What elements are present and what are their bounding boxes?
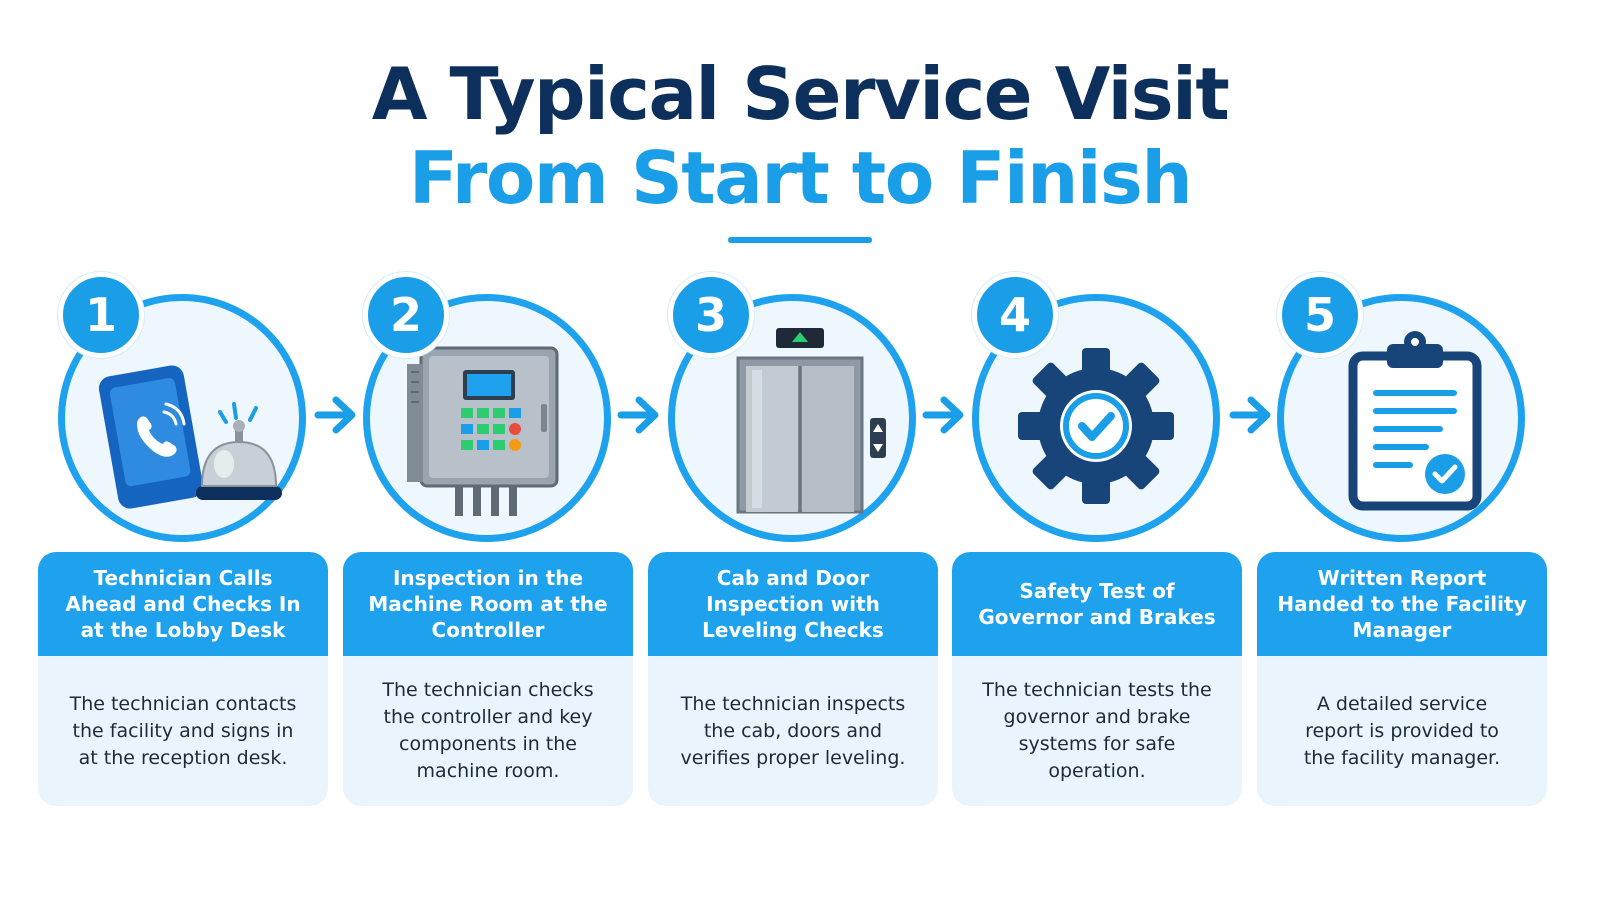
- phone-and-service-bell-icon: [98, 365, 282, 509]
- step-1: 1 Technician Calls Ahead and Checks In a…: [38, 272, 328, 812]
- step-3-description-text: The technician inspects the cab, doors a…: [680, 692, 906, 769]
- step-3-heading-text: Cab and Door Inspection with Leveling Ch…: [702, 566, 884, 642]
- step-5-number-badge: 5: [1277, 272, 1363, 358]
- step-4-heading-text: Safety Test of Governor and Brakes: [978, 579, 1216, 629]
- step-3: 3 Cab and Door Inspection with Leveling …: [648, 272, 938, 812]
- step-5-heading-text: Written Report Handed to the Facility Ma…: [1277, 566, 1527, 642]
- step-5-description: A detailed service report is provided to…: [1257, 656, 1547, 806]
- step-1-description-text: The technician contacts the facility and…: [69, 692, 297, 769]
- title-line-1: A Typical Service Visit: [371, 52, 1230, 136]
- step-1-heading: Technician Calls Ahead and Checks In at …: [38, 552, 328, 656]
- step-5: 5 Written Report Handed to the Facility …: [1257, 272, 1547, 812]
- step-4-icon-circle: [972, 294, 1220, 542]
- step-2-heading-text: Inspection in the Machine Room at the Co…: [368, 566, 608, 642]
- arrow-right-icon: [1229, 396, 1271, 434]
- step-4-number-badge: 4: [972, 272, 1058, 358]
- clipboard-report-icon: [1348, 331, 1482, 511]
- step-3-icon-circle: [668, 294, 916, 542]
- step-3-heading: Cab and Door Inspection with Leveling Ch…: [648, 552, 938, 656]
- step-2-heading: Inspection in the Machine Room at the Co…: [343, 552, 633, 656]
- step-1-icon-circle: [58, 294, 306, 542]
- step-1-description: The technician contacts the facility and…: [38, 656, 328, 806]
- gear-checkmark-icon: [1018, 348, 1174, 504]
- step-4-heading: Safety Test of Governor and Brakes: [952, 552, 1242, 656]
- page-title: A Typical Service Visit From Start to Fi…: [0, 52, 1600, 220]
- step-3-description: The technician inspects the cab, doors a…: [648, 656, 938, 806]
- step-2-number-badge: 2: [363, 272, 449, 358]
- step-3-number-badge: 3: [668, 272, 754, 358]
- elevator-controller-panel-icon: [407, 346, 559, 516]
- arrow-right-icon: [314, 396, 356, 434]
- arrow-right-icon: [922, 396, 964, 434]
- step-4-description-text: The technician tests the governor and br…: [982, 679, 1212, 782]
- step-1-heading-text: Technician Calls Ahead and Checks In at …: [65, 566, 301, 642]
- step-2-description-text: The technician checks the controller and…: [382, 679, 594, 782]
- elevator-doors-icon: [736, 328, 886, 514]
- step-5-description-text: A detailed service report is provided to…: [1303, 692, 1501, 769]
- title-underline: [728, 237, 872, 243]
- step-4-description: The technician tests the governor and br…: [952, 656, 1242, 806]
- arrow-right-icon: [617, 396, 659, 434]
- title-line-2: From Start to Finish: [408, 136, 1193, 220]
- step-2: 2 Inspection in the Machine Room at the …: [343, 272, 633, 812]
- step-5-heading: Written Report Handed to the Facility Ma…: [1257, 552, 1547, 656]
- step-2-description: The technician checks the controller and…: [343, 656, 633, 806]
- step-4: 4 Safety Test of Governor and Brakes The…: [952, 272, 1242, 812]
- step-1-number-badge: 1: [58, 272, 144, 358]
